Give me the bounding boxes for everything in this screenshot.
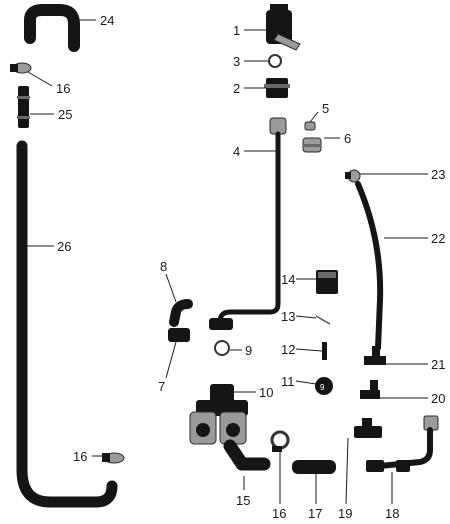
- callout-15: 15: [236, 493, 250, 508]
- callout-20: 20: [431, 391, 445, 406]
- callout-10: 10: [259, 385, 273, 400]
- callout-23: 23: [431, 167, 445, 182]
- callout-14: 14: [281, 272, 295, 287]
- part-11-cap: [315, 377, 333, 395]
- part-16-hose-clamp-center: [270, 430, 290, 452]
- callout-1: 1: [233, 23, 240, 38]
- callout-13: 13: [281, 309, 295, 324]
- part-20-connector: [360, 380, 380, 399]
- part-10-solenoid-valve: [189, 384, 248, 445]
- part-2-fitting: [264, 78, 290, 98]
- part-18-pipe-assembly: [366, 415, 439, 472]
- callout-24: 24: [100, 13, 114, 28]
- part-13-pin: [315, 315, 331, 325]
- part-12-rod: [322, 342, 327, 360]
- part-23-clamp: [345, 169, 361, 183]
- part-16-hose-clamp-bottom: [102, 452, 125, 464]
- part-9-o-ring: [214, 340, 230, 356]
- part-19-tee-fitting: [354, 418, 382, 438]
- callout-labels: 24 16 25 26 16 1 3 2 5 6 4 23 22 8 14 13…: [56, 13, 445, 521]
- part-4-bent-pipe: [209, 117, 287, 330]
- part-25-connector-tube: [17, 86, 30, 128]
- part-26-long-drain-hose: [16, 140, 118, 508]
- callout-2: 2: [233, 81, 240, 96]
- callout-16-top: 16: [56, 81, 70, 96]
- part-5-nut: [304, 121, 316, 131]
- callout-25: 25: [58, 107, 72, 122]
- callout-5: 5: [322, 101, 329, 116]
- part-15-hose-short: [223, 439, 271, 471]
- callout-21: 21: [431, 357, 445, 372]
- part-14-bracket: [316, 270, 338, 294]
- callout-6: 6: [344, 131, 351, 146]
- callout-12: 12: [281, 342, 295, 357]
- callout-22: 22: [431, 231, 445, 246]
- callout-3: 3: [233, 54, 240, 69]
- callout-16-bottom-left: 16: [73, 449, 87, 464]
- part-6-nut-large: [302, 137, 322, 153]
- part-8-elbow-fitting: [169, 299, 193, 327]
- part-22-hose: [355, 181, 384, 351]
- callout-26: 26: [57, 239, 71, 254]
- part-1-valve-body: [266, 4, 301, 51]
- callout-11-cap-mark: 9: [320, 383, 325, 392]
- callout-11: 11: [281, 374, 295, 389]
- part-16-hose-clamp-top: [10, 62, 32, 74]
- part-17-rubber-sleeve: [292, 460, 336, 474]
- part-7-coupling-nut: [168, 328, 190, 342]
- callout-19: 19: [338, 506, 352, 521]
- part-24-hose-elbow: [24, 4, 80, 52]
- callout-17: 17: [308, 506, 322, 521]
- callout-9: 9: [245, 343, 252, 358]
- callout-16-bottom-center: 16: [272, 506, 286, 521]
- callout-7: 7: [158, 379, 165, 394]
- leader-lines: [26, 19, 428, 505]
- part-21-tee-connector: [364, 346, 386, 365]
- callout-18: 18: [385, 506, 399, 521]
- callout-8: 8: [160, 259, 167, 274]
- part-3-washer: [268, 54, 282, 68]
- callout-4: 4: [233, 144, 240, 159]
